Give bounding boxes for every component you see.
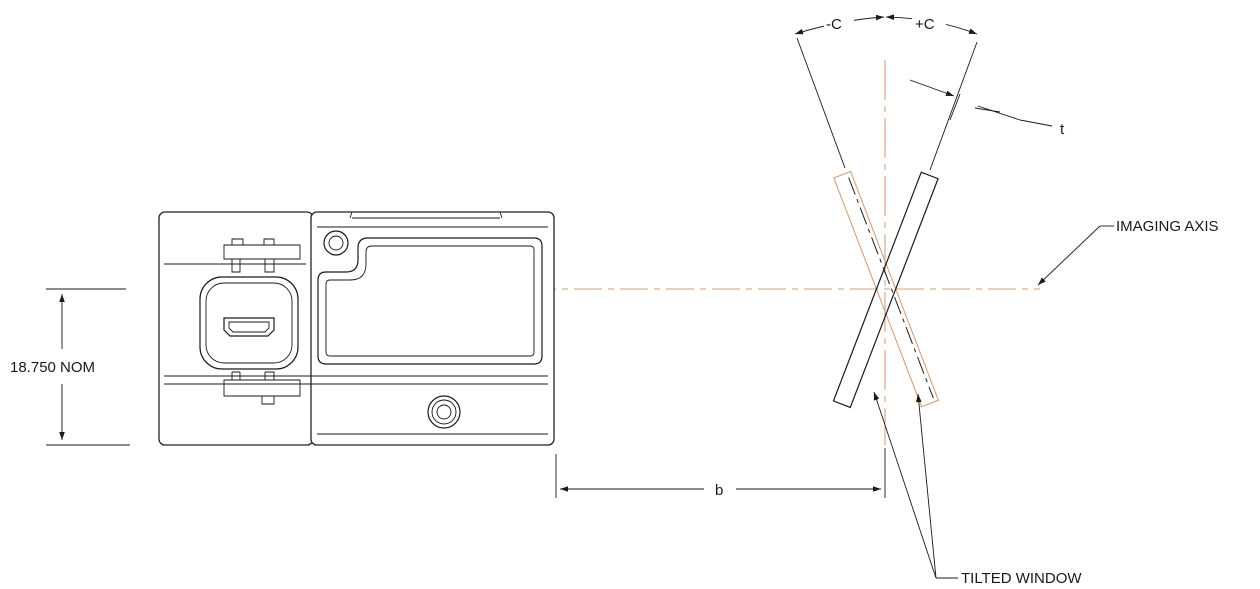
tilted-window-label: TILTED WINDOW (961, 570, 1082, 587)
screw-bottom (427, 395, 461, 429)
thickness-label: t (1060, 121, 1065, 138)
tilted-window-positive (832, 171, 939, 409)
lens-window (317, 237, 543, 365)
pos-angle-label: +C (915, 16, 935, 33)
imaging-axis-label: IMAGING AXIS (1116, 218, 1219, 235)
tilted-window-leader-2 (915, 393, 937, 579)
screw-top (323, 230, 349, 256)
imaging-axis-leader (1037, 225, 1101, 286)
camera-body (158, 211, 555, 446)
hdmi-icon (223, 317, 275, 337)
tilted-window-negative (833, 170, 940, 408)
hdmi-port-outer (199, 276, 299, 370)
distance-label: b (715, 482, 723, 499)
nominal-height-label: 18.750 NOM (10, 359, 95, 376)
tilted-window-leader-1 (873, 391, 937, 579)
neg-angle-label: -C (826, 16, 842, 33)
